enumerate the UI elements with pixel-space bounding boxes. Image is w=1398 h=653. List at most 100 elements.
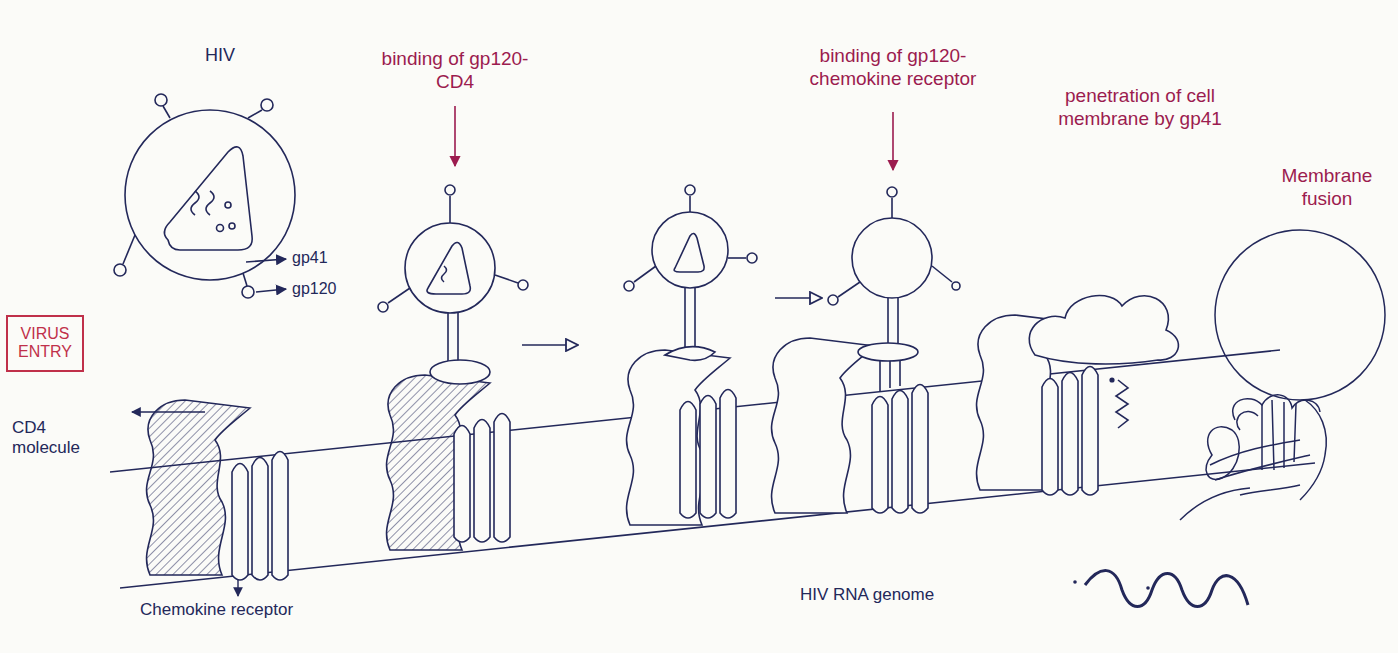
hiv-virion [852, 218, 932, 298]
chemokine-receptor [454, 414, 510, 543]
chemokine-receptor [232, 452, 288, 581]
cell-membrane [110, 350, 1315, 588]
hiv-virion [932, 266, 952, 282]
hiv-virion [858, 343, 918, 361]
hiv-virion [897, 298, 899, 345]
title-box: VIRUS ENTRY [6, 315, 84, 372]
hiv-virion [828, 295, 838, 305]
hiv-virion [891, 198, 893, 218]
hiv-virion [125, 110, 295, 280]
membrane-fusion [1300, 400, 1326, 500]
step-annotation: binding of gp120-CD4 [380, 48, 530, 94]
cell-membrane [120, 463, 1315, 588]
hiv-virion [495, 275, 518, 283]
hiv-virion [828, 187, 960, 392]
membrane-fusion [1210, 440, 1310, 480]
chemokine-receptor [680, 390, 736, 519]
hiv-virion [427, 242, 470, 294]
hiv-virion [430, 360, 490, 384]
part-label: gp41 [292, 248, 328, 267]
leader-line [132, 411, 205, 412]
chemokine-receptor [454, 414, 510, 543]
membrane-fusion [1180, 485, 1300, 520]
membrane-fusion [1206, 427, 1239, 480]
hiv-virion [1029, 296, 1178, 364]
part-label: Chemokine receptor [140, 600, 293, 620]
hiv-virion [652, 212, 728, 288]
hiv-virion [225, 202, 231, 208]
chemokine-receptor [1042, 367, 1098, 496]
step-annotation: binding of gp120-chemokine receptor [783, 45, 1003, 91]
step-arrow [775, 297, 822, 299]
hiv-virion [445, 185, 455, 195]
leader-line [132, 412, 238, 596]
part-label: HIV RNA genome [800, 585, 934, 605]
step-arrow [522, 344, 578, 346]
leader-line [237, 580, 238, 596]
hiv-virion [887, 187, 897, 197]
chemokine-receptor [680, 390, 736, 519]
hiv-virion [378, 185, 528, 384]
chemokine-receptor [232, 452, 288, 581]
chemokine-receptor [872, 385, 928, 514]
hiv-virion [123, 235, 135, 264]
hiv-virion [114, 264, 126, 276]
hiv-virion [685, 185, 695, 195]
hiv-virion [634, 266, 656, 282]
chemokine-receptor [1042, 367, 1098, 496]
hiv-virion [689, 196, 691, 212]
leader-line [892, 112, 894, 170]
step-annotation: Membrane fusion [1272, 165, 1382, 211]
hiv-virion [624, 281, 634, 291]
hiv-virion [388, 288, 410, 303]
hiv-virion [952, 282, 960, 290]
hiv-virion [889, 360, 891, 388]
hiv-virion [246, 259, 286, 262]
hiv-virion [256, 289, 286, 292]
hiv-virion [684, 288, 686, 348]
rna-genome [1073, 571, 1248, 607]
hiv-virion [447, 312, 449, 365]
hiv-virion [164, 147, 252, 250]
hiv-virion [442, 266, 447, 282]
hiv-virion [248, 110, 262, 118]
step-annotation: penetration of cell membrane by gp41 [1050, 85, 1230, 131]
hiv-virion [261, 99, 273, 111]
hiv-virion [747, 253, 757, 263]
hiv-virion [694, 288, 696, 348]
gp41-penetration [1110, 378, 1128, 428]
membrane-fusion [1180, 230, 1385, 520]
virus-label: HIV [205, 45, 235, 67]
box-text: VIRUS ENTRY [18, 325, 72, 362]
hiv-virion [378, 302, 388, 312]
hiv-virion [887, 298, 889, 345]
hiv-virion [728, 257, 746, 259]
hiv-virion [879, 360, 881, 392]
part-label: gp120 [292, 279, 337, 298]
hiv-virion [449, 196, 451, 223]
hiv-virion [405, 223, 495, 313]
membrane-fusion [1215, 230, 1385, 400]
hiv-virion [243, 273, 247, 286]
hiv-virion [899, 360, 901, 386]
hiv-virion [242, 286, 254, 298]
hiv-virion [155, 94, 167, 106]
chemokine-receptor [872, 385, 928, 514]
cd4-molecule [772, 338, 875, 513]
hiv-virion [518, 280, 528, 290]
hiv-virion [457, 312, 459, 365]
rna-genome [1085, 571, 1248, 607]
rna-genome [1073, 580, 1077, 584]
hiv-virion [838, 282, 860, 297]
membrane-fusion [1233, 395, 1320, 420]
hiv-virion [217, 225, 224, 232]
hiv-virion [1029, 296, 1178, 364]
rna-genome [1146, 586, 1150, 590]
cd4-molecule [772, 338, 875, 513]
part-label: CD4 molecule [12, 418, 100, 459]
gp41-penetration [1110, 378, 1114, 382]
hiv-virion [674, 233, 704, 272]
hiv-virion [163, 106, 170, 118]
hiv-virion [229, 223, 235, 229]
hiv-virion [665, 347, 715, 361]
